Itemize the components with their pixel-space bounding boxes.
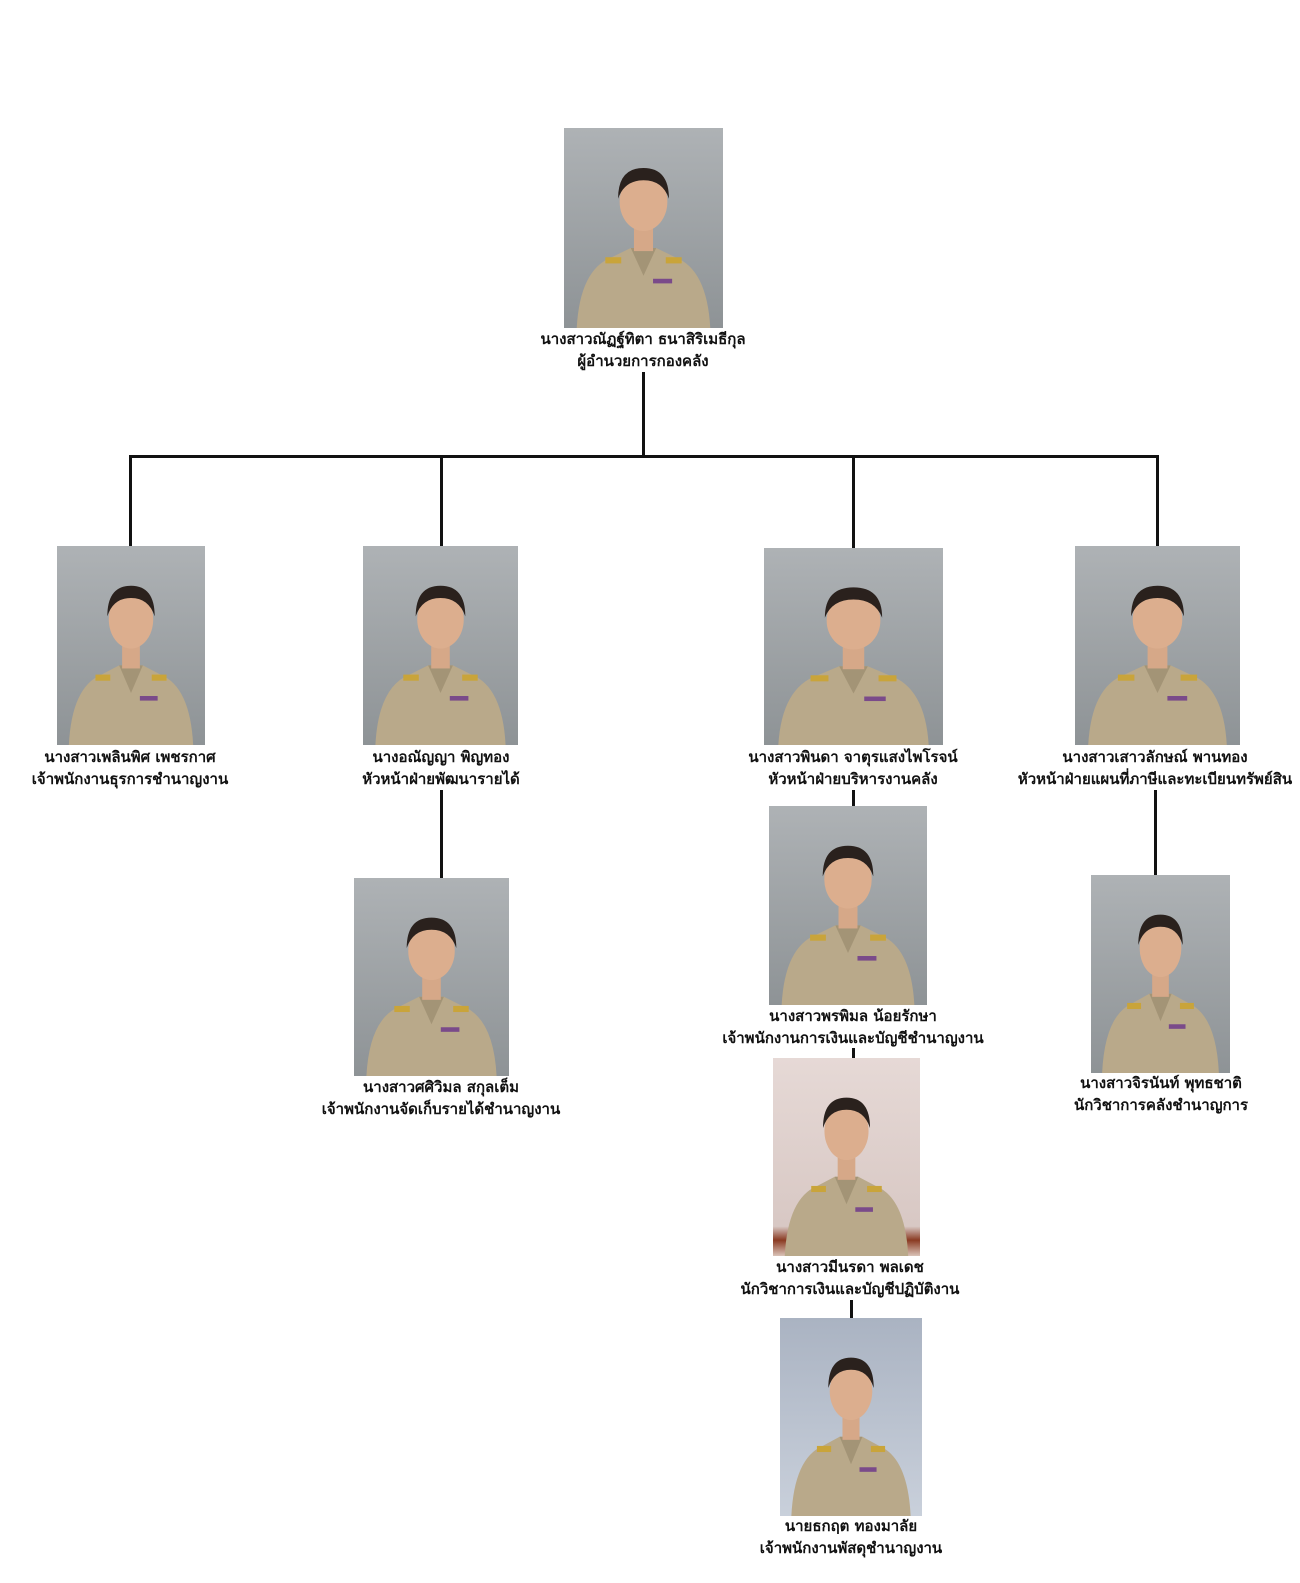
person-photo [354, 878, 509, 1076]
connector-line [440, 455, 443, 546]
person-name: นางสาวมีนรดา พลเดช [776, 1258, 924, 1276]
person-position: หัวหน้าฝ่ายแผนที่ภาษีและทะเบียนทรัพย์สิน [1017, 770, 1293, 788]
person-name: นางสาวจิรนันท์ พุทธชาติ [1080, 1074, 1242, 1092]
person-photo [363, 546, 518, 745]
person-photo [780, 1318, 922, 1516]
person-name: นางสาวศศิวิมล สกุลเต็ม [363, 1078, 519, 1096]
person-photo [1091, 875, 1230, 1073]
person-photo [1075, 546, 1240, 745]
connector-line [850, 1300, 853, 1318]
person-caption: นางสาวเสาวลักษณ์ พานทองหัวหน้าฝ่ายแผนที่… [985, 746, 1300, 790]
person-position: หัวหน้าฝ่ายพัฒนารายได้ [362, 770, 520, 788]
person-position: เจ้าพนักงานจัดเก็บรายได้ชำนาญงาน [321, 1100, 561, 1118]
person-caption: นางสาวจิรนันท์ พุทธชาตินักวิชาการคลังชำน… [991, 1072, 1300, 1116]
person-caption: นางสาวศศิวิมล สกุลเต็มเจ้าพนักงานจัดเก็บ… [271, 1076, 611, 1120]
person-photo [57, 546, 205, 745]
person-caption: นางสาวณัฏฐ์ทิตา ธนาสิริเมธีกุลผู้อำนวยกา… [473, 328, 813, 372]
person-photo [773, 1058, 920, 1256]
connector-line [1156, 455, 1159, 546]
person-caption: นายธกฤต ทองมาลัยเจ้าพนักงานพัสดุชำนาญงาน [681, 1515, 1021, 1559]
person-name: นางสาวณัฏฐ์ทิตา ธนาสิริเมธีกุล [540, 330, 746, 348]
person-position: เจ้าพนักงานธุรการชำนาญงาน [31, 770, 229, 788]
person-position: นักวิชาการคลังชำนาญการ [1073, 1096, 1249, 1114]
person-name: นางสาวเสาวลักษณ์ พานทอง [1062, 748, 1248, 766]
connector-line [129, 455, 1159, 458]
person-position: หัวหน้าฝ่ายบริหารงานคลัง [768, 770, 938, 788]
person-name: นางสาวพรพิมล น้อยรักษา [769, 1007, 937, 1025]
person-caption: นางสาวพินดา จาตุรแสงไพโรจน์หัวหน้าฝ่ายบร… [683, 746, 1023, 790]
person-position: นักวิชาการเงินและบัญชีปฏิบัติงาน [740, 1280, 960, 1298]
connector-line [852, 455, 855, 548]
person-caption: นางอณัญญา พิญทองหัวหน้าฝ่ายพัฒนารายได้ [271, 746, 611, 790]
person-photo [564, 128, 723, 328]
person-caption: นางสาวพรพิมล น้อยรักษาเจ้าพนักงานการเงิน… [683, 1005, 1023, 1049]
connector-line [852, 790, 855, 806]
person-position: เจ้าพนักงานพัสดุชำนาญงาน [759, 1539, 943, 1557]
connector-line [852, 1048, 855, 1058]
connector-line [440, 790, 443, 878]
person-caption: นางสาวมีนรดา พลเดชนักวิชาการเงินและบัญชี… [680, 1256, 1020, 1300]
connector-line [129, 455, 132, 546]
connector-line [1154, 790, 1157, 875]
person-caption: นางสาวเพลินพิศ เพชรกาศเจ้าพนักงานธุรการช… [0, 746, 300, 790]
person-name: นายธกฤต ทองมาลัย [784, 1517, 918, 1535]
person-photo [764, 548, 943, 745]
person-name: นางสาวเพลินพิศ เพชรกาศ [44, 748, 216, 766]
connector-line [642, 372, 645, 458]
person-position: เจ้าพนักงานการเงินและบัญชีชำนาญงาน [722, 1029, 984, 1047]
person-name: นางสาวพินดา จาตุรแสงไพโรจน์ [748, 748, 958, 766]
person-name: นางอณัญญา พิญทอง [372, 748, 510, 766]
person-position: ผู้อำนวยการกองคลัง [577, 352, 709, 370]
person-photo [769, 806, 927, 1005]
